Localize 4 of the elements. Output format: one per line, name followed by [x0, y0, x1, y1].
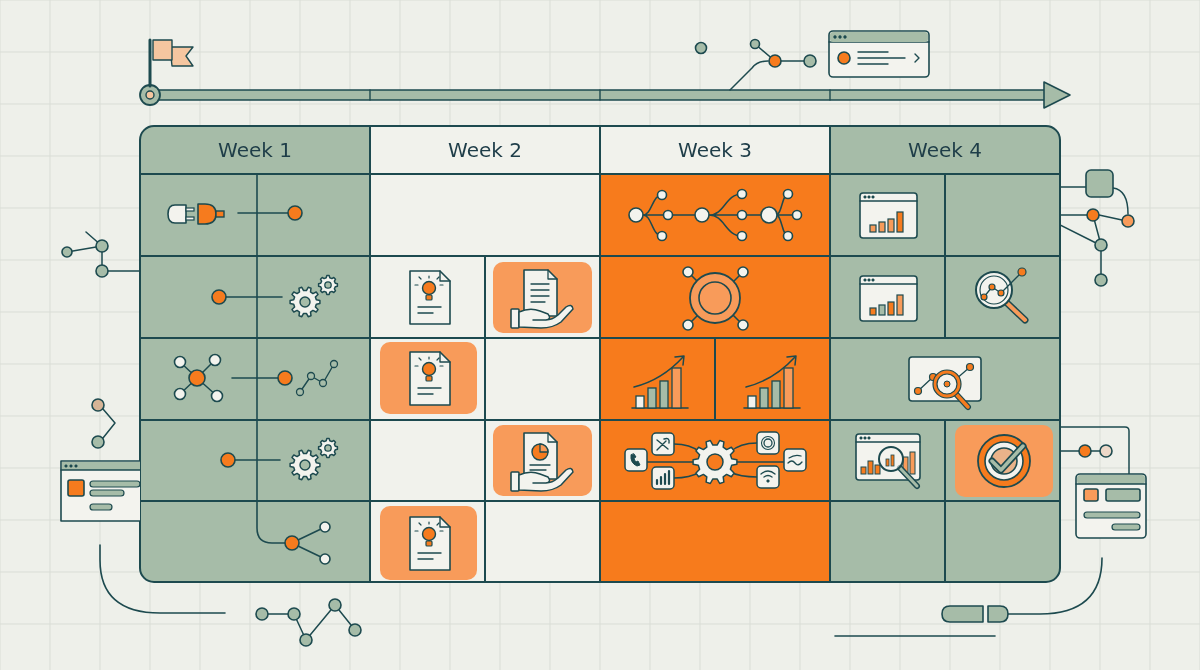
column-header: Week 2 [448, 139, 522, 161]
column-header: Week 3 [678, 139, 752, 161]
column-header: Week 4 [908, 139, 982, 161]
column-header: Week 1 [218, 139, 292, 161]
